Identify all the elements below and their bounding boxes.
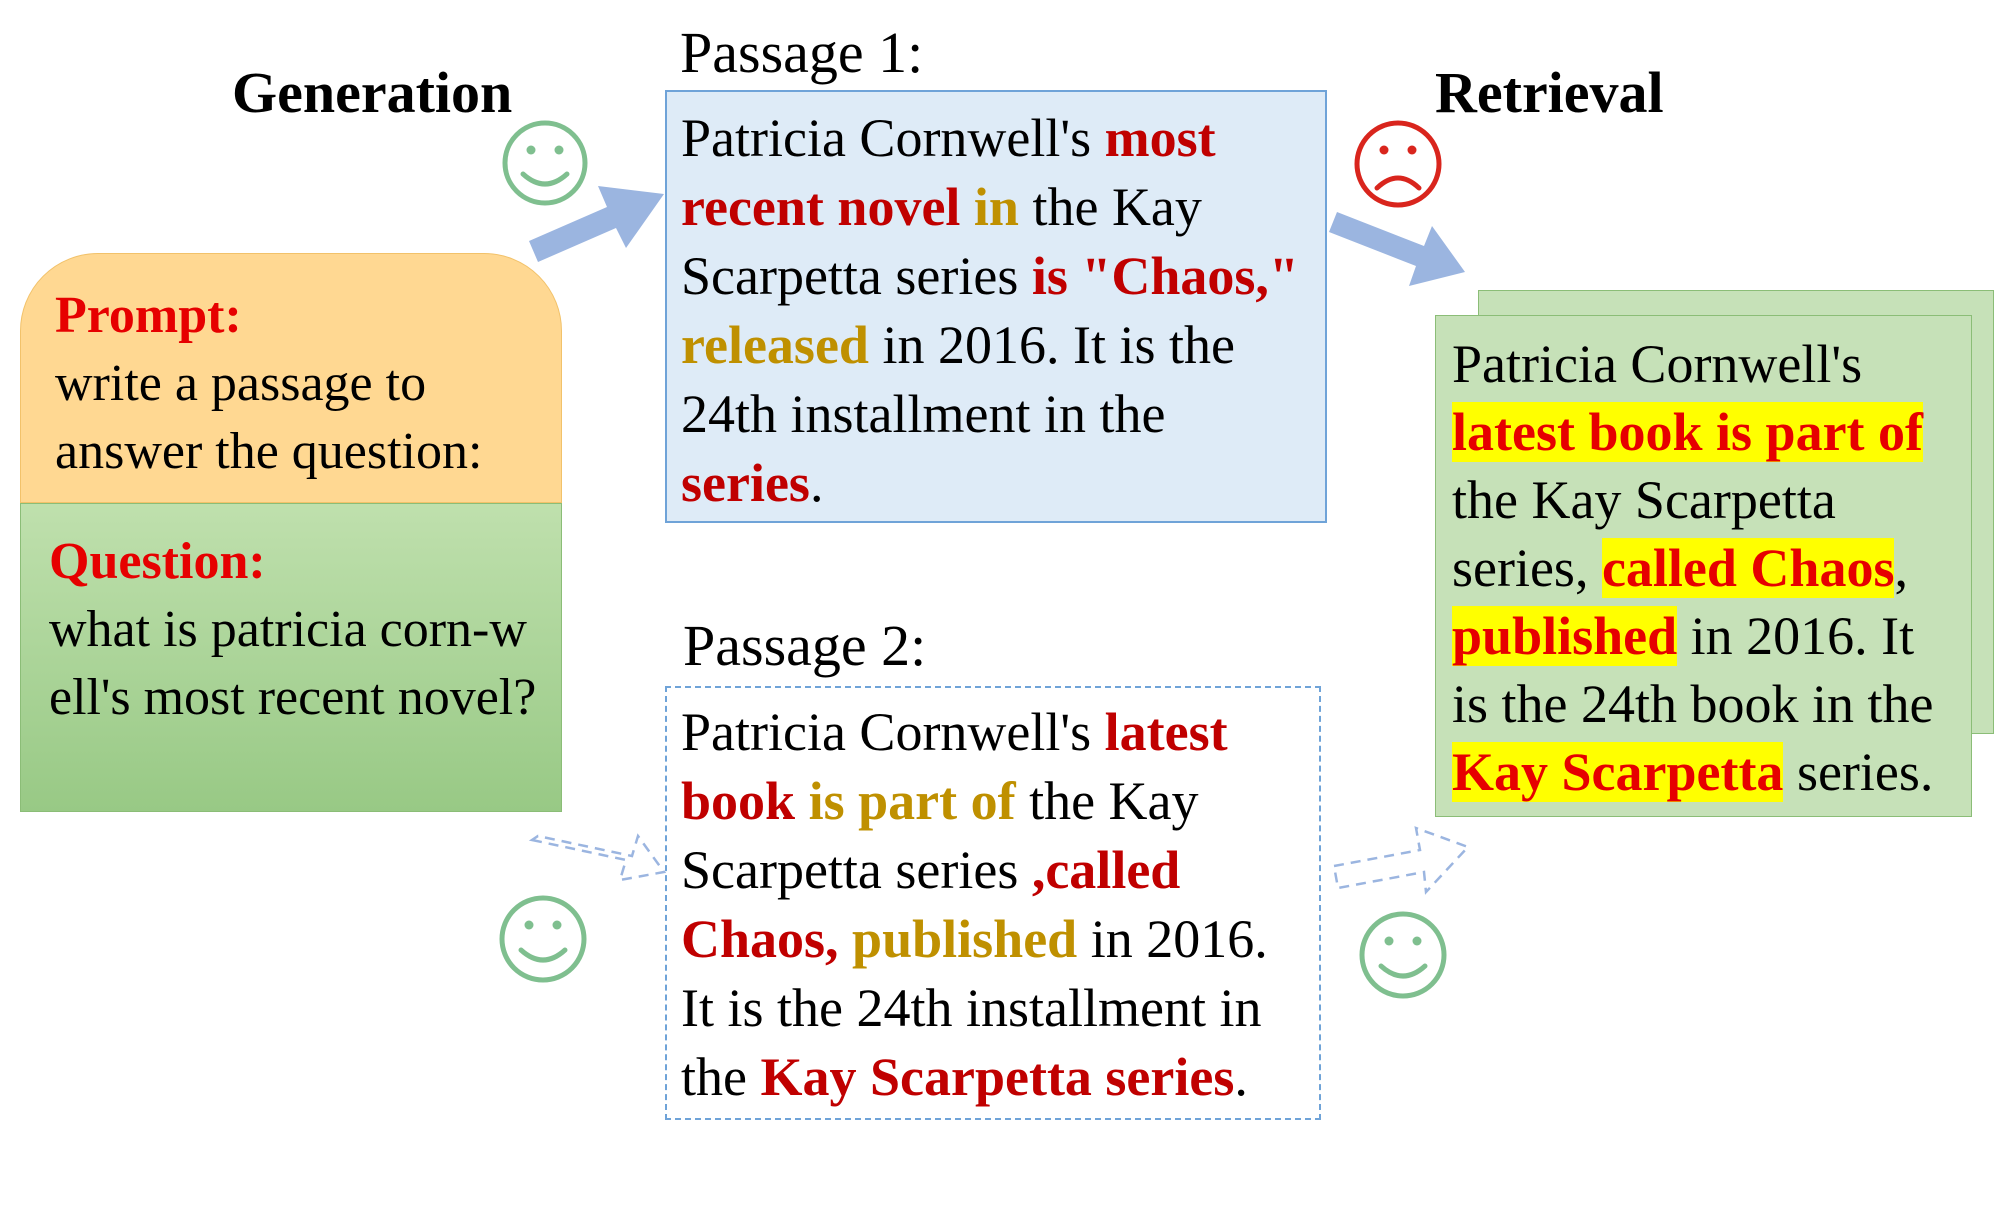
passage1-box: Patricia Cornwell's most recent novel in… [665, 90, 1327, 523]
passage1-relation: in [960, 177, 1019, 237]
retrieved-text: series. [1783, 742, 1934, 802]
happy-face-icon [1359, 911, 1447, 999]
passage2-relation: is part of [795, 771, 1016, 831]
retrieved-highlight: Kay Scarpetta [1452, 742, 1784, 802]
retrieved-highlight: called Chaos [1601, 538, 1895, 598]
retrieved-text: in 2016. It is the 24th book in the [1452, 606, 1934, 734]
passage2-text: . [1234, 1047, 1248, 1107]
passage1-text: Patricia Cornwell's [681, 108, 1105, 168]
retrieved-text: the Kay Scarpetta series, [1452, 470, 1836, 598]
passage2-key-term: latest book [681, 702, 1228, 831]
generation-arrow-solid [529, 186, 664, 262]
retrieval-arrow-solid [1329, 212, 1465, 286]
retrieved-text: Patricia Cornwell's [1452, 334, 1863, 394]
question-box: Question: what is patricia corn-well's m… [20, 503, 562, 812]
passage1-text: in 2016. It is the 24th installment in t… [681, 315, 1235, 444]
passage2-text: in 2016. It is the 24th installment in t… [681, 909, 1268, 1107]
retrieved-text: , [1894, 538, 1908, 598]
passage2-text: Patricia Cornwell's [681, 702, 1105, 762]
passage1-key-term: is "Chaos," [1031, 246, 1299, 306]
retrieved-highlight: published [1452, 606, 1678, 666]
passage1-text: . [809, 453, 824, 513]
prompt-label: Prompt: [55, 287, 242, 344]
passage2-text: the Kay Scarpetta series [681, 771, 1199, 900]
generation-heading: Generation [232, 60, 513, 125]
passage2-label: Passage 2: [683, 613, 927, 678]
passage1-label: Passage 1: [680, 20, 924, 85]
passage2-box: Patricia Cornwell's latest book is part … [665, 686, 1321, 1120]
generation-arrow-dashed [528, 833, 667, 882]
passage1-key-term: most recent novel [681, 108, 1216, 237]
sad-face-icon [1354, 120, 1442, 208]
passage1-text: the Kay Scarpetta series [681, 177, 1202, 306]
retrieved-highlight: latest book is part of [1452, 402, 1923, 462]
prompt-text: write a passage to answer the question: [55, 355, 483, 480]
retrieval-heading: Retrieval [1435, 60, 1664, 125]
passage2-key-term: ,called Chaos, [681, 840, 1181, 969]
question-label: Question: [49, 533, 266, 590]
passage1-relation: released [681, 315, 869, 375]
passage2-relation: published [838, 909, 1078, 969]
retrieved-doc-box: Patricia Cornwell's latest book is part … [1435, 315, 1972, 817]
happy-face-icon [502, 120, 588, 206]
passage1-key-term: series [681, 453, 810, 513]
question-text: what is patricia corn-well's most recent… [49, 601, 537, 726]
passage2-key-term: Kay Scarpetta series [760, 1047, 1235, 1107]
retrieval-arrow-dashed [1332, 826, 1471, 895]
happy-face-icon [499, 895, 587, 983]
prompt-box: Prompt: write a passage to answer the qu… [20, 253, 562, 503]
